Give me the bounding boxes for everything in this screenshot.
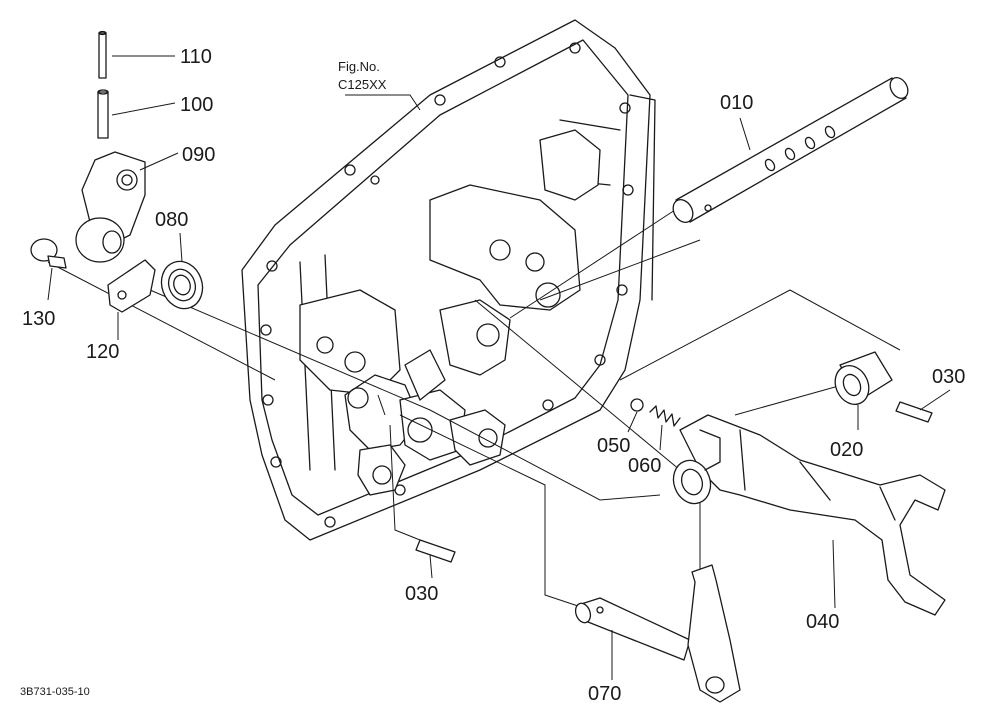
- part-010-shift-rod: [672, 77, 909, 223]
- part-030-pin-bottom: [415, 539, 456, 563]
- part-110-pin: [98, 30, 107, 79]
- part-090-lever: [75, 151, 146, 263]
- part-020-collar: [834, 351, 893, 405]
- callout-090: 090: [182, 144, 215, 166]
- part-130-bolt: [30, 238, 67, 269]
- figure-number-label: Fig.No.: [338, 59, 380, 74]
- callout-010: 010: [720, 92, 753, 114]
- transmission-case-cover: [241, 19, 656, 541]
- part-070-shift-lever: [574, 564, 741, 703]
- callout-060: 060: [628, 455, 661, 477]
- part-120-plate: [107, 259, 156, 313]
- part-080-oil-seal: [160, 260, 204, 310]
- callout-leaders: [47, 55, 951, 680]
- callout-050: 050: [597, 435, 630, 457]
- part-040-shift-fork: [672, 414, 946, 616]
- drawing-code: 3B731-035-10: [20, 686, 90, 698]
- callout-030-right: 030: [932, 366, 965, 388]
- part-050-ball: [630, 398, 644, 412]
- part-060-spring: [649, 405, 681, 427]
- callout-070: 070: [588, 683, 621, 705]
- callout-080: 080: [155, 209, 188, 231]
- figure-number-code: C125XX: [338, 77, 387, 92]
- callout-040: 040: [806, 611, 839, 633]
- callout-100: 100: [180, 94, 213, 116]
- callout-120: 120: [86, 341, 119, 363]
- callout-020: 020: [830, 439, 863, 461]
- callout-130: 130: [22, 308, 55, 330]
- callout-110: 110: [180, 46, 212, 68]
- callout-030-bottom: 030: [405, 583, 438, 605]
- part-100-shaft: [97, 89, 109, 139]
